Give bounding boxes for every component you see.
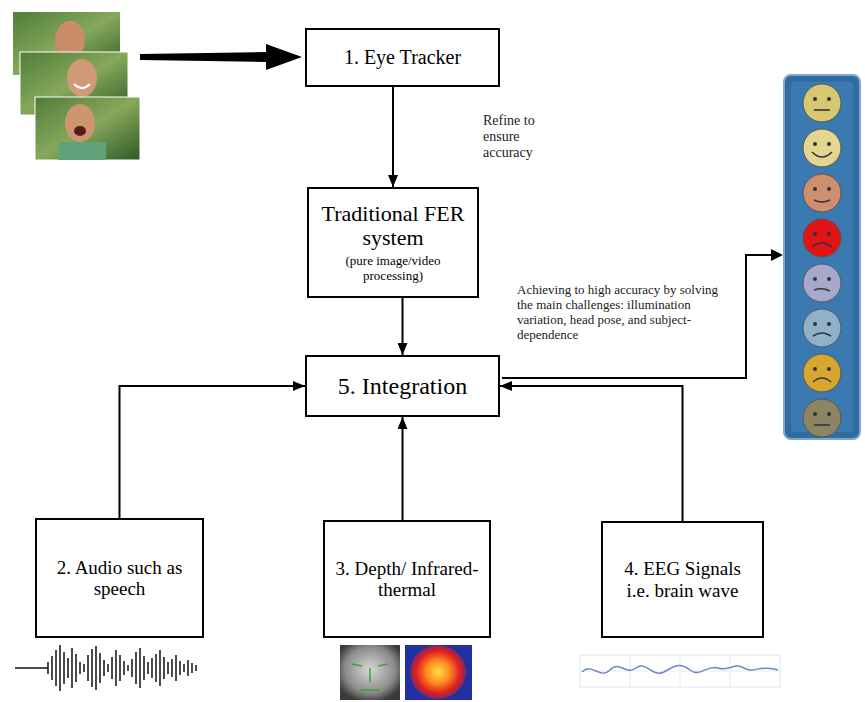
box-content: 2. Audio such as speech	[45, 557, 194, 600]
box-title: 1. Eye Tracker	[344, 46, 461, 68]
audio-waveform	[15, 645, 196, 691]
process-box: Traditional FER system (pure image/video …	[307, 187, 479, 298]
process-box: 4. EEG Signals i.e. brain wave	[601, 521, 764, 638]
box-subtitle: (pure image/video processing)	[317, 254, 469, 283]
box-title: Traditional FER system	[317, 202, 469, 251]
edge-label: Refine to ensure accuracy	[483, 113, 563, 161]
process-box: 1. Eye Tracker	[305, 28, 500, 87]
arrow-connector	[500, 386, 683, 521]
box-content: 3. Depth/ Infrared- thermal	[333, 558, 481, 601]
box-content: Traditional FER system (pure image/video …	[317, 202, 469, 283]
arrow-connector	[402, 298, 404, 355]
process-box: 2. Audio such as speech	[35, 518, 204, 638]
box-title: 4. EEG Signals i.e. brain wave	[611, 558, 754, 601]
arrow-connector	[392, 87, 394, 187]
depth-thermal-images	[340, 645, 472, 700]
process-box: 5. Integration	[305, 355, 500, 417]
box-content: 1. Eye Tracker	[344, 46, 461, 68]
box-title: 3. Depth/ Infrared- thermal	[333, 558, 481, 601]
input-arrow	[140, 44, 302, 70]
arrow-connector	[120, 386, 306, 518]
process-box: 3. Depth/ Infrared- thermal	[323, 520, 491, 638]
eeg-wave	[580, 655, 780, 687]
output-arrow	[502, 249, 783, 378]
box-content: 5. Integration	[338, 373, 467, 400]
emotion-panel	[784, 75, 860, 439]
box-title: 5. Integration	[338, 373, 467, 400]
note-label: Achieving to high accuracy by solving th…	[517, 283, 735, 343]
arrow-connector	[402, 417, 404, 520]
video-frames	[13, 12, 140, 160]
box-title: 2. Audio such as speech	[45, 557, 194, 600]
box-content: 4. EEG Signals i.e. brain wave	[611, 558, 754, 601]
